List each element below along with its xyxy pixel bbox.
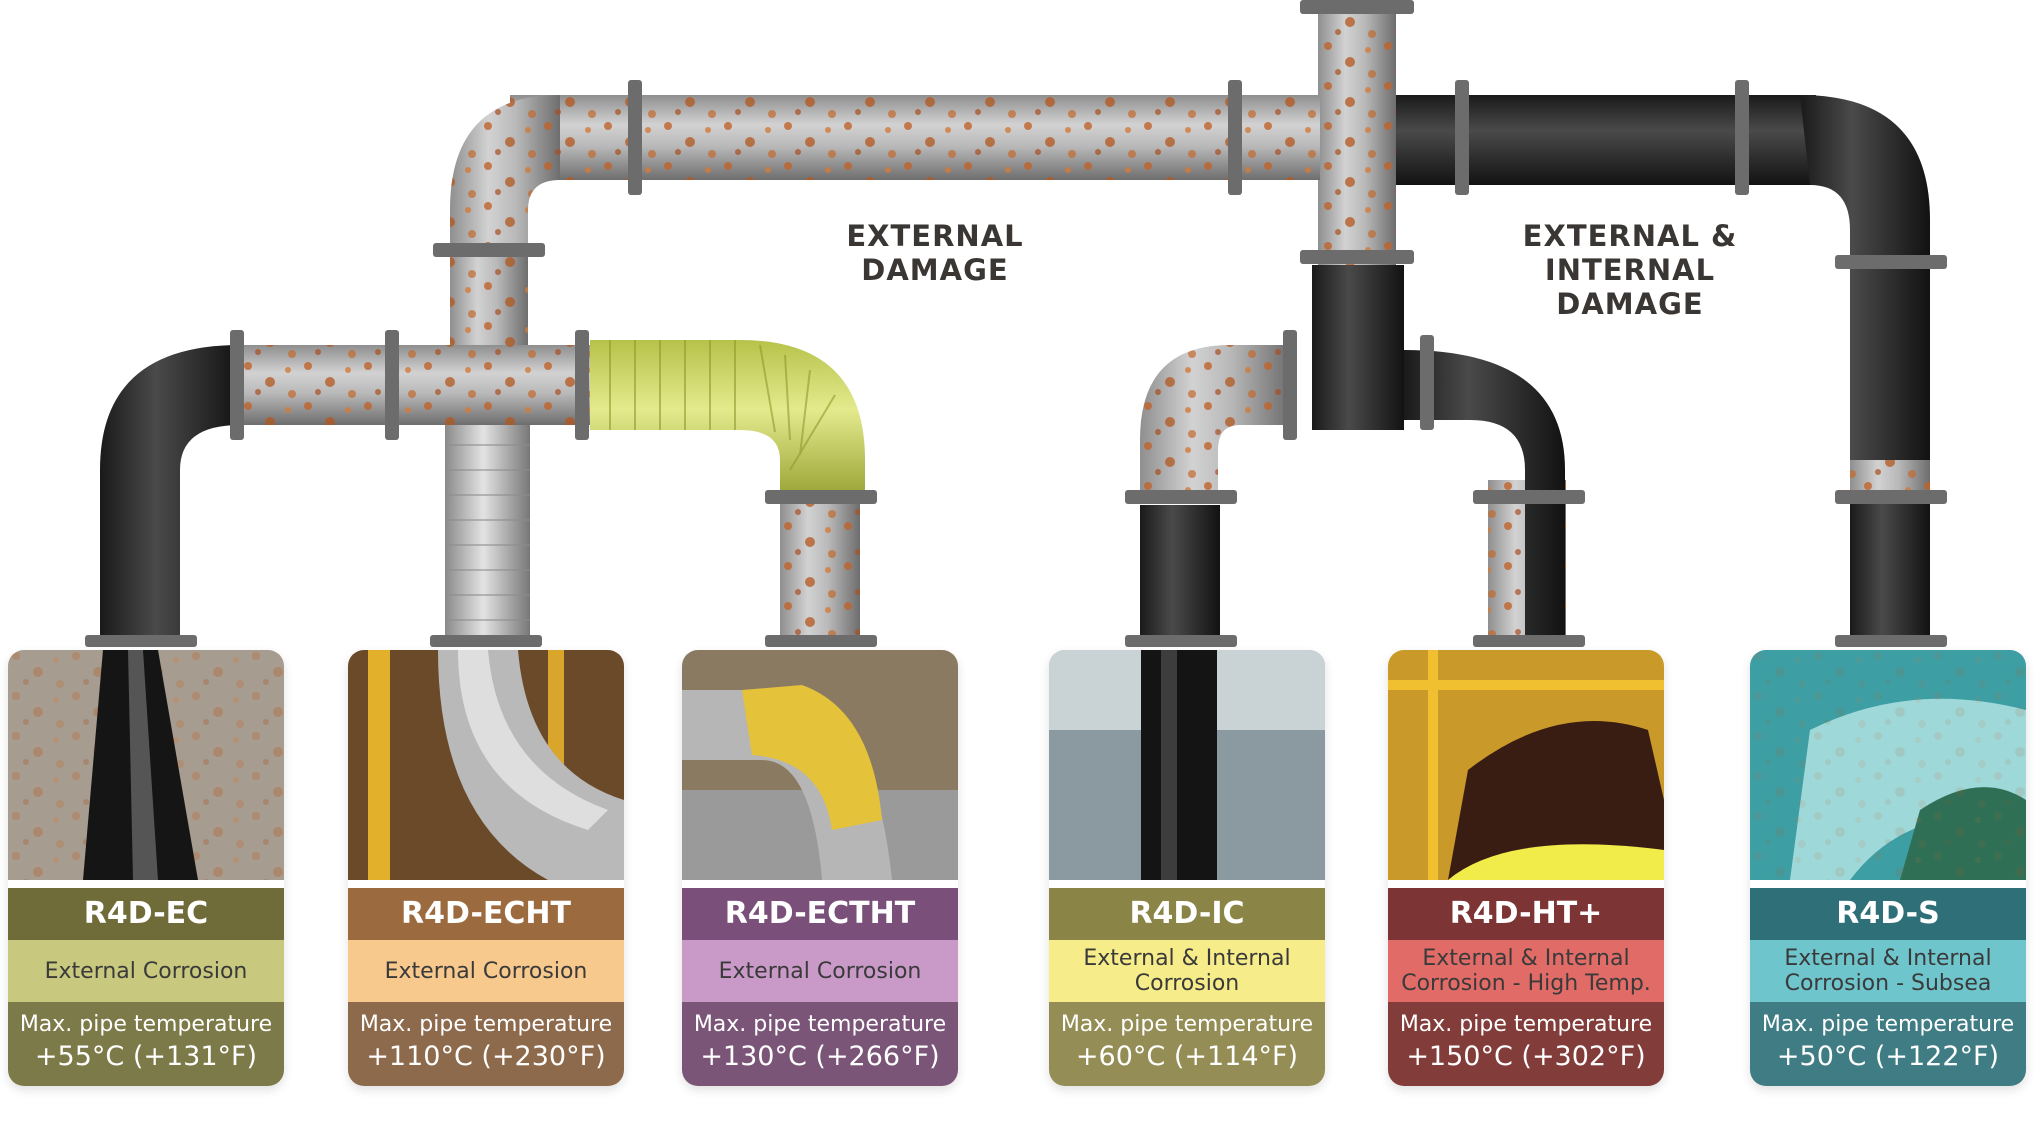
- product-card-r4d-echt: R4D-ECHT External Corrosion Max. pipe te…: [348, 650, 624, 1086]
- product-temperature: Max. pipe temperature +60°C (+114°F): [1049, 1002, 1325, 1086]
- temperature-value: +55°C (+131°F): [34, 1041, 258, 1072]
- temperature-value: +110°C (+230°F): [366, 1041, 606, 1072]
- black-coated-pipes: [100, 95, 1930, 645]
- product-description: External Corrosion: [8, 940, 284, 1002]
- green-wrapped-pipe: [590, 340, 865, 495]
- product-photo-r4d-s: [1750, 650, 2026, 880]
- rusty-steel-pipes: [240, 0, 1566, 645]
- product-temperature: Max. pipe temperature +150°C (+302°F): [1388, 1002, 1664, 1086]
- product-name: R4D-ECTHT: [682, 888, 958, 940]
- temperature-value: +50°C (+122°F): [1776, 1041, 2000, 1072]
- product-photo-r4d-ic: [1049, 650, 1325, 880]
- product-temperature: Max. pipe temperature +55°C (+131°F): [8, 1002, 284, 1086]
- product-photo-r4d-echt: [348, 650, 624, 880]
- product-name: R4D-IC: [1049, 888, 1325, 940]
- product-photo-r4d-ht-plus: [1388, 650, 1664, 880]
- product-temperature: Max. pipe temperature +130°C (+266°F): [682, 1002, 958, 1086]
- temperature-label: Max. pipe temperature: [1761, 1012, 2015, 1037]
- product-temperature: Max. pipe temperature +110°C (+230°F): [348, 1002, 624, 1086]
- category-external-damage: EXTERNAL DAMAGE: [846, 219, 1024, 287]
- product-photo-r4d-ectht: [682, 650, 958, 880]
- grey-wrapped-pipe: [445, 425, 530, 645]
- product-card-r4d-ic: R4D-IC External & Internal Corrosion Max…: [1049, 650, 1325, 1086]
- product-name: R4D-EC: [8, 888, 284, 940]
- temperature-value: +150°C (+302°F): [1406, 1041, 1646, 1072]
- temperature-label: Max. pipe temperature: [359, 1012, 613, 1037]
- product-description: External & Internal Corrosion: [1049, 940, 1325, 1002]
- product-card-r4d-ec: R4D-EC External Corrosion Max. pipe temp…: [8, 650, 284, 1086]
- product-description: External & Internal Corrosion - High Tem…: [1388, 940, 1664, 1002]
- temperature-value: +130°C (+266°F): [700, 1041, 940, 1072]
- product-description: External Corrosion: [348, 940, 624, 1002]
- temperature-label: Max. pipe temperature: [1060, 1012, 1314, 1037]
- product-description: External & Internal Corrosion - Subsea: [1750, 940, 2026, 1002]
- product-name: R4D-HT+: [1388, 888, 1664, 940]
- category-external-internal-damage: EXTERNAL & INTERNAL DAMAGE: [1522, 219, 1738, 321]
- temperature-value: +60°C (+114°F): [1075, 1041, 1299, 1072]
- product-card-r4d-ectht: R4D-ECTHT External Corrosion Max. pipe t…: [682, 650, 958, 1086]
- temperature-label: Max. pipe temperature: [1399, 1012, 1653, 1037]
- product-photo-r4d-ec: [8, 650, 284, 880]
- product-card-r4d-ht-plus: R4D-HT+ External & Internal Corrosion - …: [1388, 650, 1664, 1086]
- temperature-label: Max. pipe temperature: [693, 1012, 947, 1037]
- product-temperature: Max. pipe temperature +50°C (+122°F): [1750, 1002, 2026, 1086]
- temperature-label: Max. pipe temperature: [19, 1012, 273, 1037]
- pipe-flanges: [85, 0, 1947, 647]
- product-name: R4D-S: [1750, 888, 2026, 940]
- product-name: R4D-ECHT: [348, 888, 624, 940]
- product-card-r4d-s: R4D-S External & Internal Corrosion - Su…: [1750, 650, 2026, 1086]
- product-description: External Corrosion: [682, 940, 958, 1002]
